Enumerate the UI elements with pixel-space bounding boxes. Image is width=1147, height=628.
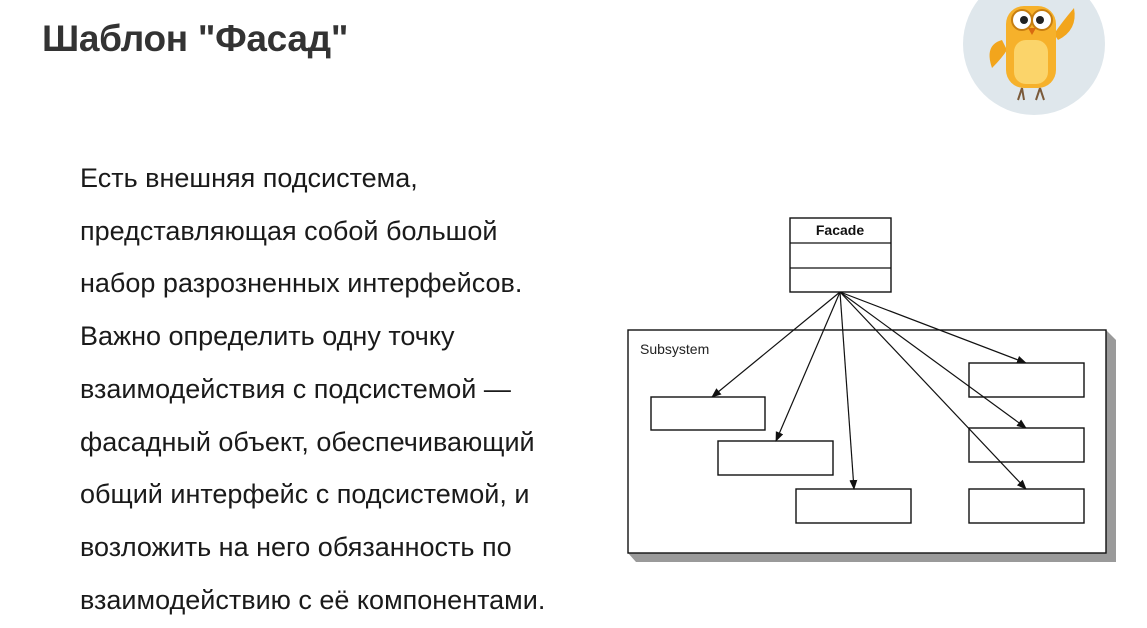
text-line: общий интерфейс с подсистемой, и	[80, 479, 530, 510]
subsystem-component	[717, 440, 834, 476]
owl-mascot-icon	[963, 0, 1105, 115]
dependency-arrow	[711, 291, 841, 398]
text-line: набор разрозненных интерфейсов.	[80, 268, 523, 299]
text-line: взаимодействию с её компонентами.	[80, 584, 546, 615]
subsystem-component	[650, 396, 766, 431]
dependency-arrow	[839, 291, 1027, 429]
dependency-arrow	[839, 291, 1027, 490]
subsystem-component	[968, 362, 1085, 398]
subsystem-component	[968, 427, 1085, 463]
dependency-arrow	[839, 291, 858, 490]
text-line: фасадный объект, обеспечивающий	[80, 426, 535, 457]
text-line: представляющая собой большой	[80, 215, 498, 246]
dependency-arrow	[839, 291, 1027, 364]
dependency-arrow	[775, 291, 841, 442]
subsystem-label: Subsystem	[640, 341, 709, 357]
description-paragraph: Есть внешняя подсистема, представляющая …	[80, 152, 640, 626]
text-line: Есть внешняя подсистема,	[80, 163, 418, 193]
text-line: взаимодействия с подсистемой —	[80, 373, 511, 404]
slide-title: Шаблон "Фасад"	[42, 18, 349, 59]
subsystem-component	[968, 488, 1085, 524]
text-line: возложить на него обязанность по	[80, 531, 512, 562]
text-line: Важно определить одну точку	[80, 321, 455, 352]
facade-label: Facade	[816, 222, 864, 238]
facade-diagram: Subsystem Facade	[627, 217, 1116, 562]
facade-class: Facade	[789, 217, 892, 293]
subsystem-component	[795, 488, 912, 524]
